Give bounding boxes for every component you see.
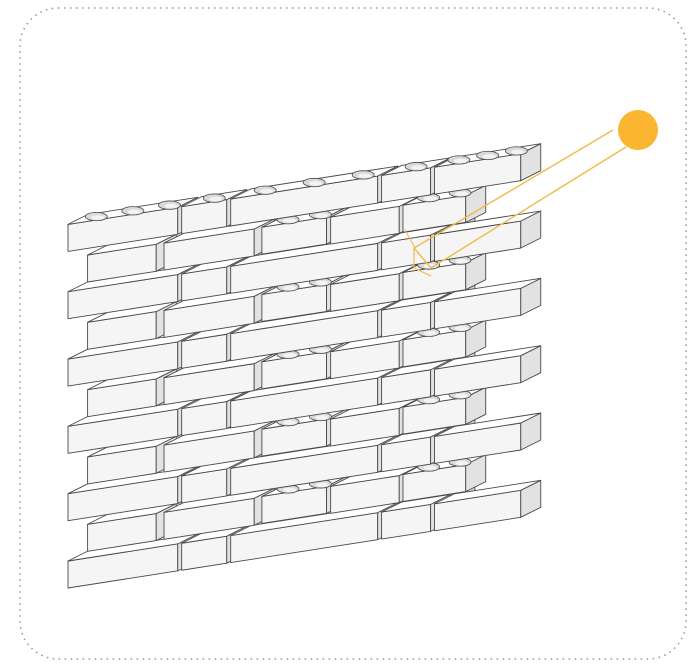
- brick: [435, 144, 541, 194]
- brick-wall: [68, 144, 541, 588]
- sun-icon: [618, 110, 658, 150]
